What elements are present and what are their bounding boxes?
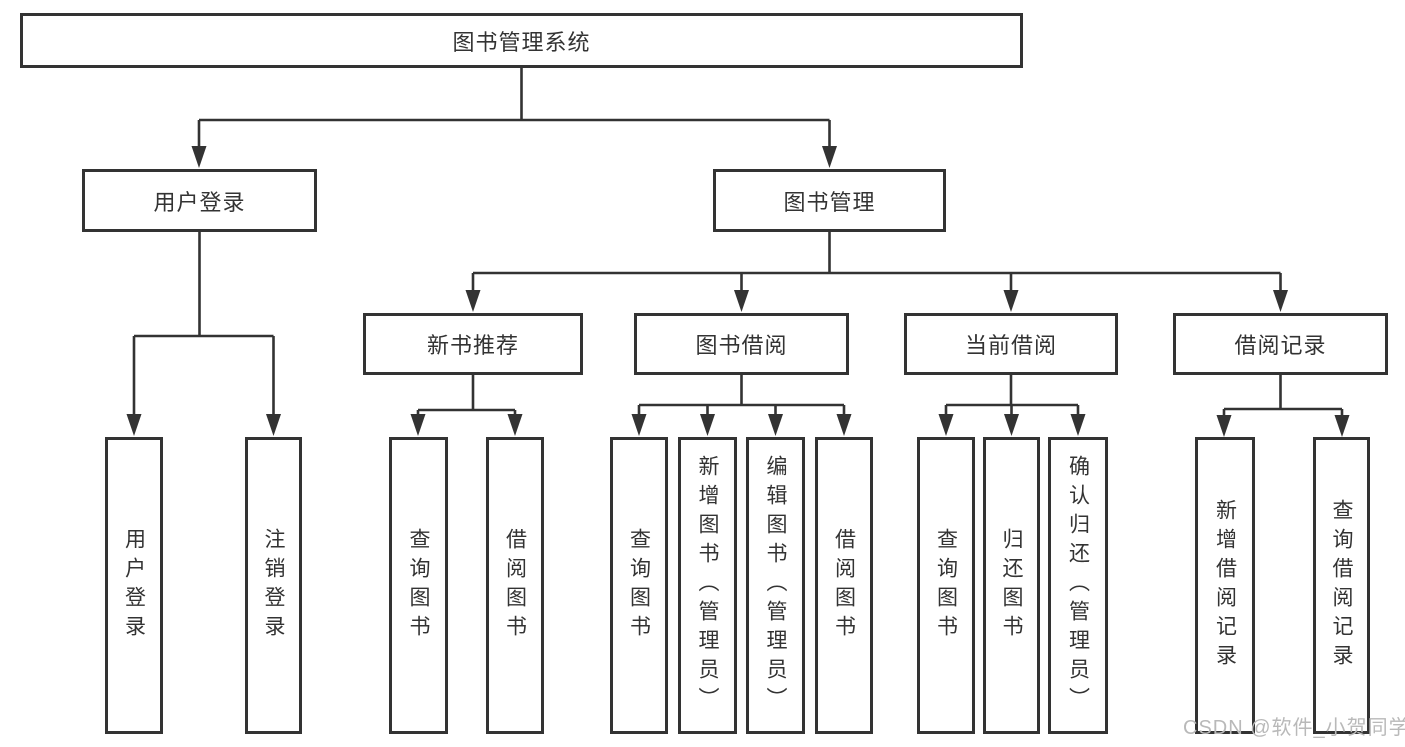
leaf-query-books-recommend: 查询图书	[389, 437, 448, 734]
leaf-query-borrow-record-label: 查询借阅记录	[1330, 498, 1353, 673]
leaf-add-borrow-record-label: 新增借阅记录	[1213, 498, 1237, 673]
leaf-borrow-books: 借阅图书	[815, 437, 873, 734]
leaf-logout: 注销登录	[245, 437, 302, 734]
node-user-login-label: 用户登录	[153, 189, 246, 215]
leaf-add-borrow-record: 新增借阅记录	[1195, 437, 1255, 734]
node-book-management: 图书管理	[713, 169, 946, 232]
leaf-add-book-admin-label: 新增图书（管理员）	[696, 455, 719, 716]
node-book-borrow-label: 图书借阅	[695, 333, 788, 358]
node-root: 图书管理系统	[20, 13, 1023, 68]
node-new-book-recommend-label: 新书推荐	[426, 333, 519, 358]
node-user-login: 用户登录	[82, 169, 317, 232]
leaf-logout-label: 注销登录	[262, 527, 285, 644]
leaf-return-book-label: 归还图书	[1000, 527, 1023, 644]
leaf-borrow-books-label: 借阅图书	[832, 527, 856, 644]
node-book-management-label: 图书管理	[783, 189, 876, 215]
leaf-edit-book-admin-label: 编辑图书（管理员）	[764, 455, 787, 716]
leaf-query-books-current: 查询图书	[917, 437, 975, 734]
leaf-query-books-current-label: 查询图书	[934, 527, 958, 644]
leaf-user-login: 用户登录	[105, 437, 163, 734]
node-new-book-recommend: 新书推荐	[363, 313, 583, 375]
node-borrow-records: 借阅记录	[1173, 313, 1388, 375]
leaf-edit-book-admin: 编辑图书（管理员）	[746, 437, 805, 734]
leaf-query-books-borrow: 查询图书	[610, 437, 668, 734]
leaf-return-book: 归还图书	[983, 437, 1040, 734]
csdn-watermark: CSDN @软件_小贺同学	[1183, 717, 1405, 739]
leaf-query-books-borrow-label: 查询图书	[627, 527, 651, 644]
leaf-borrow-books-recommend: 借阅图书	[486, 437, 544, 734]
node-borrow-records-label: 借阅记录	[1234, 333, 1327, 358]
leaf-borrow-books-recommend-label: 借阅图书	[503, 527, 527, 644]
leaf-confirm-return-admin: 确认归还（管理员）	[1048, 437, 1108, 734]
leaf-query-borrow-record: 查询借阅记录	[1313, 437, 1370, 734]
node-book-borrow: 图书借阅	[634, 313, 849, 375]
leaf-confirm-return-admin-label: 确认归还（管理员）	[1066, 455, 1090, 716]
leaf-query-books-recommend-label: 查询图书	[407, 527, 430, 644]
node-current-borrow: 当前借阅	[904, 313, 1118, 375]
node-root-label: 图书管理系统	[452, 29, 591, 55]
leaf-user-login-label: 用户登录	[122, 527, 146, 644]
leaf-add-book-admin: 新增图书（管理员）	[678, 437, 737, 734]
node-current-borrow-label: 当前借阅	[964, 333, 1057, 358]
